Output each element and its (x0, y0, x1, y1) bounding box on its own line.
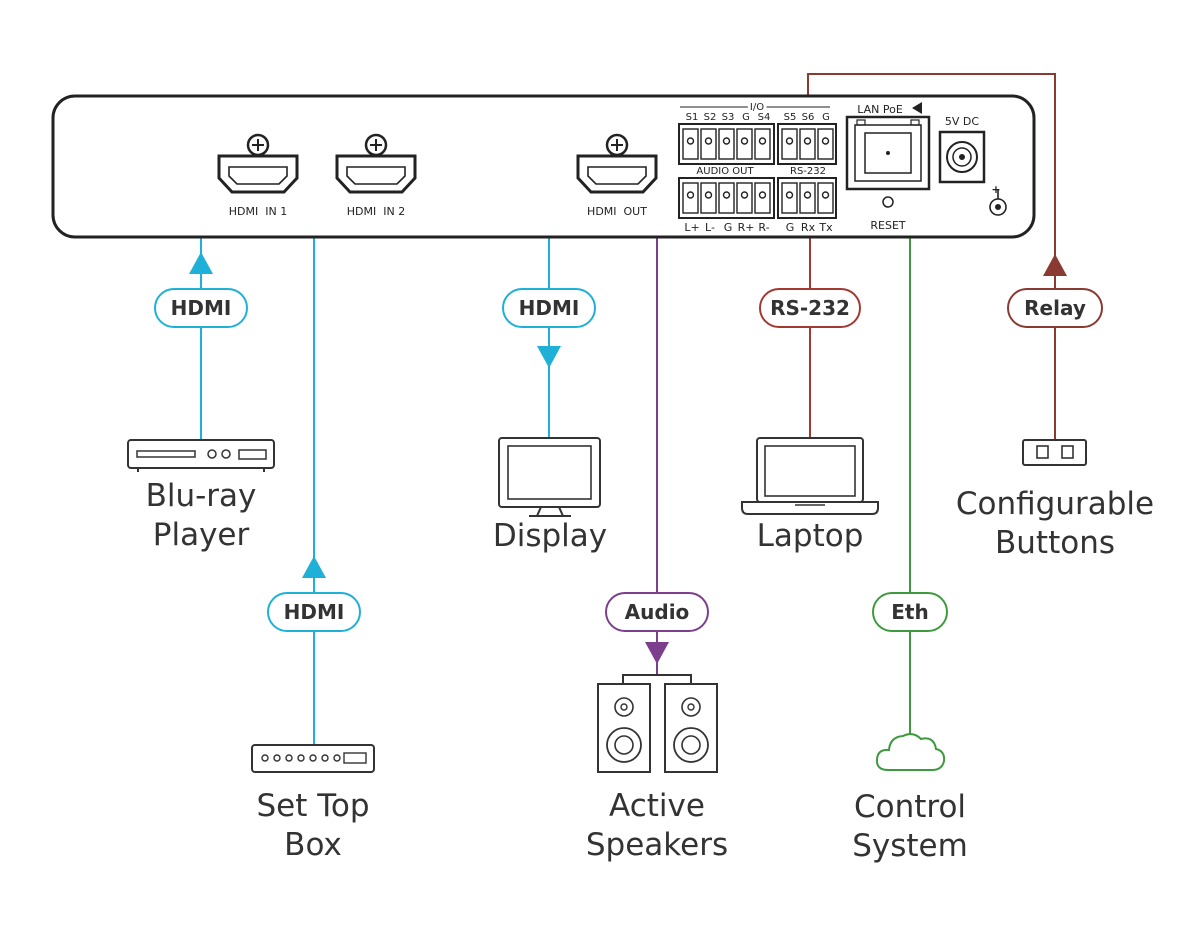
hdmi-in2-port[interactable] (335, 133, 417, 194)
pill-hdmi-out: HDMI (502, 288, 596, 328)
pill-audio: Audio (605, 592, 709, 632)
hdmi-in2-label: HDMI IN 2 (347, 205, 405, 218)
rs232-pin-label: G (786, 221, 795, 234)
blu-ray-player-icon (127, 439, 275, 472)
display-monitor-icon (498, 437, 601, 517)
rs232-pin-label: Rx (801, 221, 816, 234)
speakers-label-line2: Speakers (586, 827, 728, 863)
pill-hdmi-out-text: HDMI (519, 296, 580, 320)
audio-out-label: AUDIO OUT (696, 166, 754, 177)
io-pin-label: S5 (784, 112, 797, 123)
control-label-line1: Control (854, 789, 966, 825)
settop-label-line2: Box (284, 827, 342, 863)
io-terminal-block-1[interactable] (678, 123, 775, 165)
settop-label-line1: Set Top (256, 788, 369, 824)
pill-hdmi-in1: HDMI (154, 288, 248, 328)
rs232-pin-labels: G Rx Tx (786, 221, 833, 234)
arrow-hdmi-in1 (189, 252, 213, 274)
pill-audio-text: Audio (625, 600, 690, 624)
hdmi-in1-port[interactable] (217, 133, 299, 194)
device-rear-panel: HDMI IN 1 HDMI IN 2 HDMI OUT I/O S1 S2 S… (51, 94, 1036, 239)
control-label-line2: System (852, 828, 968, 864)
laptop-label: Laptop (757, 518, 864, 554)
io-pin-label: S3 (722, 112, 735, 123)
speakers-icon (597, 674, 718, 773)
io-pin-labels-a: S1 S2 S3 G S4 (686, 112, 771, 123)
pill-relay: Relay (1007, 288, 1103, 328)
audio-pin-label: G (724, 221, 733, 234)
audio-pin-label: R- (758, 221, 769, 234)
cable-hdmi-in2 (313, 167, 332, 745)
arrow-relay (1043, 254, 1067, 276)
reset-label: RESET (870, 219, 906, 232)
io-pin-label: S6 (802, 112, 815, 123)
hdmi-in1-label: HDMI IN 1 (229, 205, 287, 218)
rs232-header-label: RS-232 (790, 166, 826, 177)
polarity-icon (989, 190, 1007, 216)
io-terminal-block-2[interactable] (777, 123, 837, 165)
pill-eth: Eth (872, 592, 948, 632)
set-top-box-icon (251, 744, 375, 773)
buttons-label-line2: Buttons (995, 525, 1115, 561)
pill-relay-text: Relay (1024, 296, 1086, 320)
rs232-terminal-block[interactable] (777, 177, 837, 219)
io-pin-label: G (822, 112, 830, 123)
arrow-audio (645, 642, 669, 664)
io-pin-label: S1 (686, 112, 699, 123)
audio-pin-label: L+ (684, 221, 699, 234)
io-pin-label: S4 (758, 112, 771, 123)
io-label: I/O (750, 102, 764, 113)
lan-poe-label: LAN PoE (857, 103, 903, 116)
pill-hdmi-in1-text: HDMI (171, 296, 232, 320)
display-label: Display (493, 518, 607, 554)
lan-indicator-triangle-icon (912, 102, 922, 114)
button-panel-icon (1022, 439, 1087, 466)
arrow-hdmi-in2 (302, 556, 326, 578)
arrow-hdmi-out (537, 346, 561, 368)
pill-eth-text: Eth (891, 600, 928, 624)
pill-hdmi-in2: HDMI (267, 592, 361, 632)
hdmi-out-port[interactable] (576, 133, 658, 194)
laptop-icon (741, 437, 879, 515)
io-pin-label: S2 (704, 112, 717, 123)
pill-rs232: RS-232 (759, 288, 861, 328)
speakers-label-line1: Active (609, 788, 705, 824)
audio-pin-labels: L+ L- G R+ R- (684, 221, 769, 234)
audio-pin-label: R+ (738, 221, 755, 234)
audio-out-terminal-block[interactable] (678, 177, 775, 219)
io-pin-labels-b: S5 S6 G (784, 112, 830, 123)
lan-poe-port[interactable] (845, 115, 931, 191)
pill-rs232-text: RS-232 (770, 296, 850, 320)
audio-pin-label: L- (705, 221, 715, 234)
io-pin-label: G (742, 112, 750, 123)
power-jack[interactable] (938, 130, 986, 184)
rs232-pin-label: Tx (818, 221, 833, 234)
reset-button[interactable] (882, 196, 894, 208)
hdmi-out-label: HDMI OUT (587, 205, 647, 218)
power-plus-label: + (991, 183, 1000, 196)
bluray-label-line2: Player (153, 517, 250, 553)
pill-hdmi-in2-text: HDMI (284, 600, 345, 624)
bluray-label-line1: Blu-ray (146, 478, 257, 514)
cloud-icon (875, 733, 946, 771)
power-label: 5V DC (945, 115, 979, 128)
buttons-label-line1: Configurable (956, 486, 1154, 522)
